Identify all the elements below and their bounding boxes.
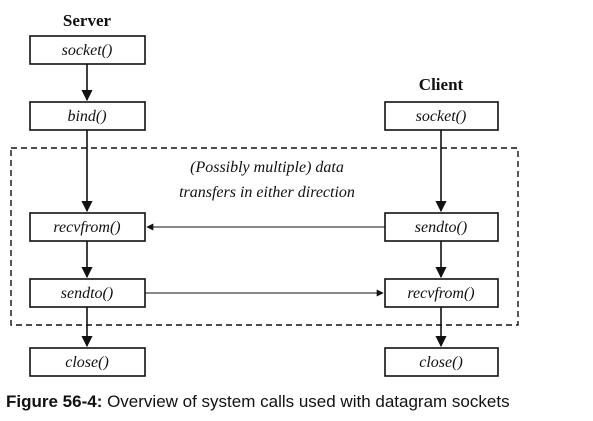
data-transfer-region [10,147,519,326]
svg-text:socket(): socket() [416,108,467,125]
server-recvfrom-step: recvfrom() [29,212,146,242]
server-socket-step: socket() [29,35,146,65]
svg-text:sendto(): sendto() [415,219,467,236]
client-close-step: close() [384,347,499,377]
figure-caption-text: Overview of system calls used with datag… [102,392,510,411]
svg-text:sendto(): sendto() [61,285,113,302]
server-close-step: close() [29,347,146,377]
server-sendto-step: sendto() [29,278,146,308]
svg-text:bind(): bind() [67,108,106,125]
svg-text:close(): close() [419,354,463,371]
transfer-note-line-2: transfers in either direction [179,184,355,201]
client-recvfrom-step: recvfrom() [384,278,499,308]
svg-text:socket(): socket() [62,42,113,59]
datagram-socket-diagram: Server Client (Possibly multiple) data t… [10,11,519,377]
svg-text:close(): close() [65,354,109,371]
server-heading: Server [63,11,112,30]
client-sendto-step: sendto() [384,212,499,242]
server-bind-step: bind() [29,101,146,131]
svg-text:recvfrom(): recvfrom() [53,219,120,236]
client-socket-step: socket() [384,101,499,131]
figure-label: Figure 56-4: [6,392,103,411]
svg-text:recvfrom(): recvfrom() [407,285,474,302]
client-heading: Client [419,75,464,94]
figure-caption: Figure 56-4: Overview of system calls us… [6,392,591,412]
transfer-note-line-1: (Possibly multiple) data [190,159,344,176]
